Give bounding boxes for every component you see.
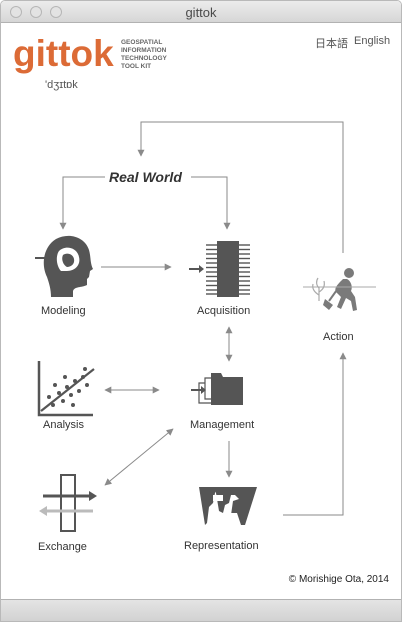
arrow-action-to-realworld xyxy=(137,121,344,253)
tagline-line: TOOL KIT xyxy=(121,63,152,70)
analysis-label[interactable]: Analysis xyxy=(43,419,84,431)
workflow-diagram xyxy=(35,121,376,532)
title-bar[interactable]: gittok xyxy=(1,1,401,23)
folder-stack-icon xyxy=(191,373,243,405)
bottom-status-bar xyxy=(1,599,401,621)
arrow-representation-to-action xyxy=(283,352,347,516)
minimize-window-button[interactable] xyxy=(30,6,42,18)
person-digging-icon xyxy=(303,268,376,311)
acquisition-label[interactable]: Acquisition xyxy=(197,305,251,317)
close-window-button[interactable] xyxy=(10,6,22,18)
data-exchange-icon xyxy=(39,474,97,532)
microchip-icon xyxy=(189,241,250,297)
representation-label[interactable]: Representation xyxy=(184,540,259,552)
copyright-notice: © Morishige Ota, 2014 xyxy=(288,574,389,585)
window-title: gittok xyxy=(185,5,217,20)
exchange-label[interactable]: Exchange xyxy=(38,541,87,553)
phonetic-pronunciation: 'dʒɪtɒk xyxy=(45,79,78,91)
arrow-management-exchange xyxy=(104,428,174,486)
management-label[interactable]: Management xyxy=(190,419,255,431)
tagline-line: TECHNOLOGY xyxy=(121,55,167,62)
language-japanese-link[interactable]: 日本語 xyxy=(315,38,348,50)
language-english-link[interactable]: English xyxy=(354,35,391,47)
arrow-realworld-to-acquisition xyxy=(191,176,231,230)
real-world-label: Real World xyxy=(109,169,182,185)
modeling-label[interactable]: Modeling xyxy=(41,305,86,317)
tagline-line: GEOSPATIAL xyxy=(121,39,163,46)
scatter-plot-icon xyxy=(37,361,95,417)
arrow-realworld-to-modeling xyxy=(59,176,105,230)
head-profile-icon xyxy=(35,235,93,297)
gittok-logo: gittok xyxy=(13,33,114,74)
zoom-window-button[interactable] xyxy=(50,6,62,18)
action-label[interactable]: Action xyxy=(323,331,354,343)
tagline-line: INFORMATION xyxy=(121,47,167,54)
logo-tagline: GEOSPATIAL INFORMATION TECHNOLOGY TOOL K… xyxy=(121,39,201,71)
map-symbol-icon xyxy=(199,487,257,525)
